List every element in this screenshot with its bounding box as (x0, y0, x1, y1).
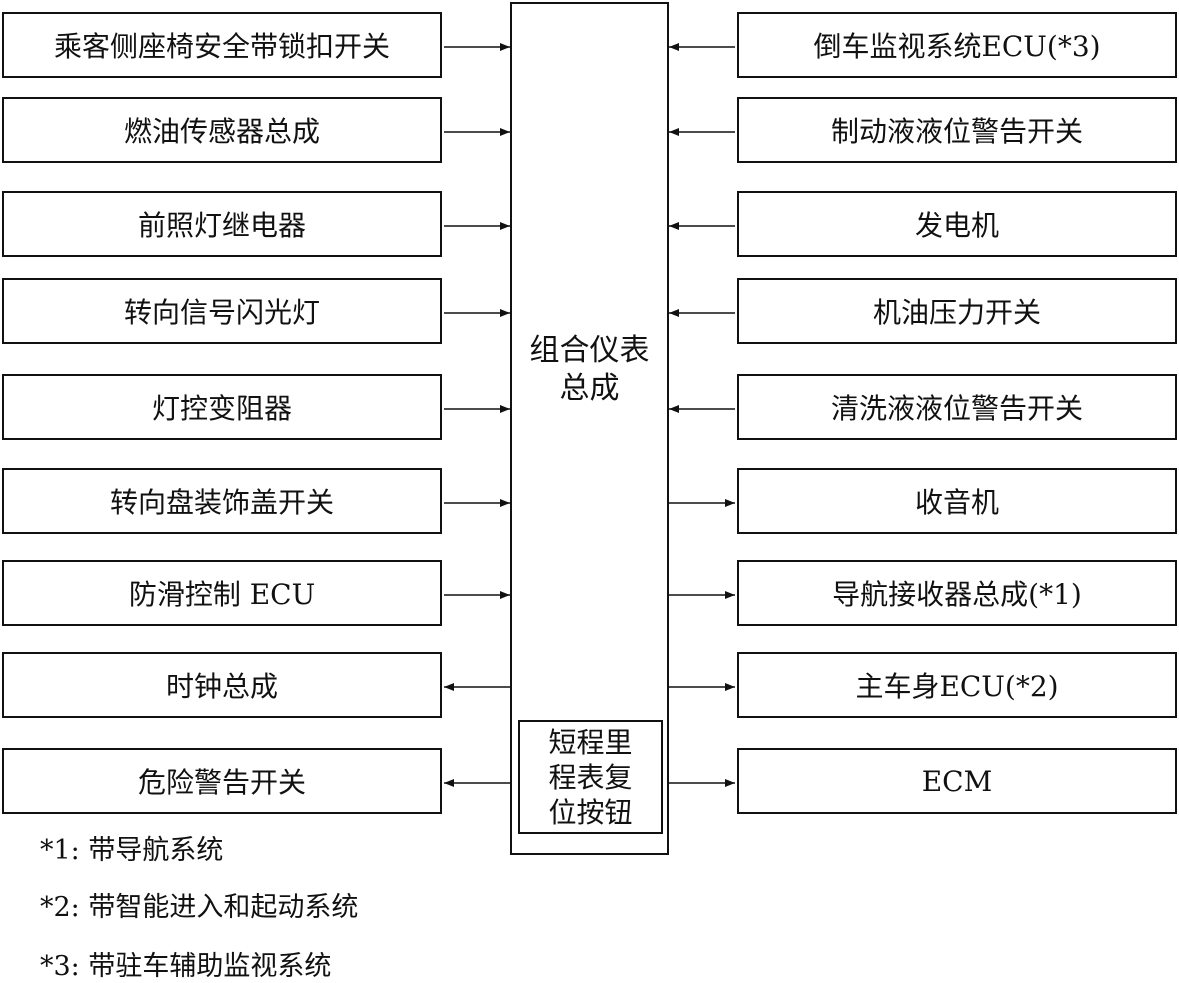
left-box-4: 转向信号闪光灯 (2, 278, 442, 344)
right-box-5: 清洗液液位警告开关 (737, 374, 1177, 440)
left-box-8: 时钟总成 (2, 652, 442, 718)
right-box-6: 收音机 (737, 468, 1177, 534)
footnote-3: *3: 带驻车辅助监视系统 (40, 951, 332, 982)
combination-meter-assembly: 组合仪表 总成 短程里 程表复 位按钮 (510, 2, 669, 855)
footnote-1: *1: 带导航系统 (40, 835, 224, 866)
right-box-3: 发电机 (737, 191, 1177, 257)
left-box-6: 转向盘装饰盖开关 (2, 468, 442, 534)
left-box-5: 灯控变阻器 (2, 374, 442, 440)
left-box-2: 燃油传感器总成 (2, 97, 442, 163)
right-box-1: 倒车监视系统ECU(*3) (737, 12, 1177, 78)
center-label: 组合仪表 总成 (529, 333, 650, 406)
footnote-2: *2: 带智能进入和起动系统 (40, 892, 359, 923)
left-box-9: 危险警告开关 (2, 748, 442, 814)
right-box-8: 主车身ECU(*2) (737, 652, 1177, 718)
right-box-9: ECM (737, 748, 1177, 814)
left-box-1: 乘客侧座椅安全带锁扣开关 (2, 12, 442, 78)
trip-reset-button: 短程里 程表复 位按钮 (518, 720, 663, 834)
right-box-2: 制动液液位警告开关 (737, 97, 1177, 163)
left-box-7: 防滑控制 ECU (2, 560, 442, 626)
left-box-3: 前照灯继电器 (2, 191, 442, 257)
right-box-4: 机油压力开关 (737, 278, 1177, 344)
right-box-7: 导航接收器总成(*1) (737, 560, 1177, 626)
